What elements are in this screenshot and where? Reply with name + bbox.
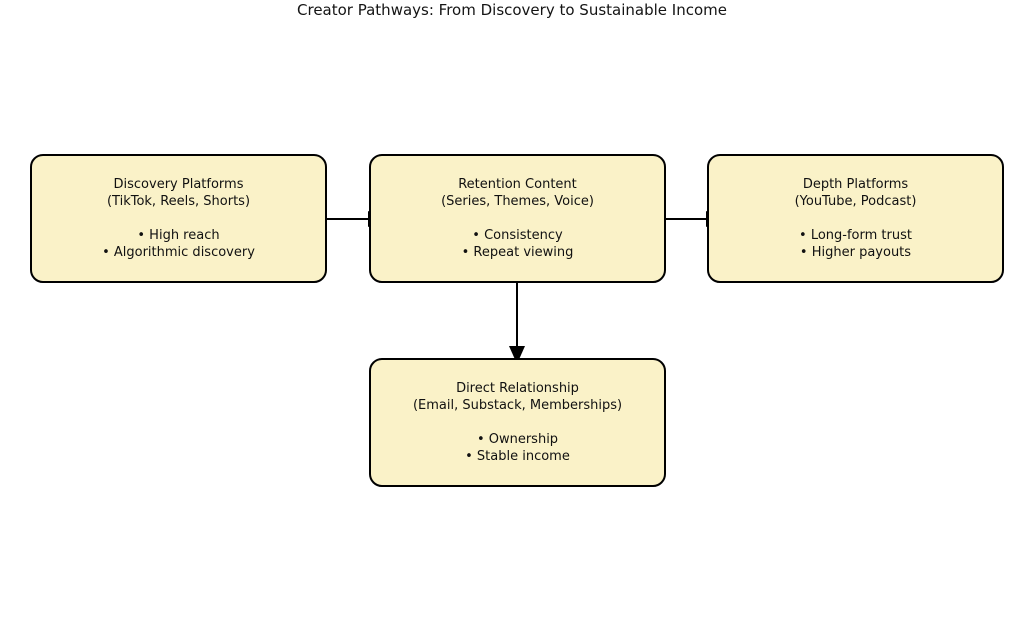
node-bullet: • Long-form trust bbox=[799, 228, 912, 243]
node-bullet: • Algorithmic discovery bbox=[102, 245, 255, 260]
node-depth-platforms: Depth Platforms (YouTube, Podcast) • Lon… bbox=[707, 154, 1004, 283]
node-discovery-platforms: Discovery Platforms (TikTok, Reels, Shor… bbox=[30, 154, 327, 283]
diagram-title: Creator Pathways: From Discovery to Sust… bbox=[297, 1, 727, 19]
node-heading: Direct Relationship bbox=[456, 381, 579, 396]
node-bullet: • High reach bbox=[137, 228, 220, 243]
node-bullet: • Consistency bbox=[472, 228, 563, 243]
node-retention-content: Retention Content (Series, Themes, Voice… bbox=[369, 154, 666, 283]
node-bullet: • Higher payouts bbox=[799, 245, 912, 260]
node-subheading: (Series, Themes, Voice) bbox=[441, 194, 594, 209]
node-heading: Discovery Platforms bbox=[113, 177, 244, 192]
node-bullet: • Repeat viewing bbox=[461, 245, 574, 260]
node-heading: Retention Content bbox=[458, 177, 577, 192]
node-bullet: • Ownership bbox=[476, 432, 559, 447]
node-subheading: (TikTok, Reels, Shorts) bbox=[106, 194, 251, 209]
node-heading: Depth Platforms bbox=[802, 177, 909, 192]
node-subheading: (YouTube, Podcast) bbox=[794, 194, 917, 209]
node-bullet: • Stable income bbox=[465, 449, 570, 464]
node-subheading: (Email, Substack, Memberships) bbox=[412, 398, 623, 413]
node-direct-relationship: Direct Relationship (Email, Substack, Me… bbox=[369, 358, 666, 487]
